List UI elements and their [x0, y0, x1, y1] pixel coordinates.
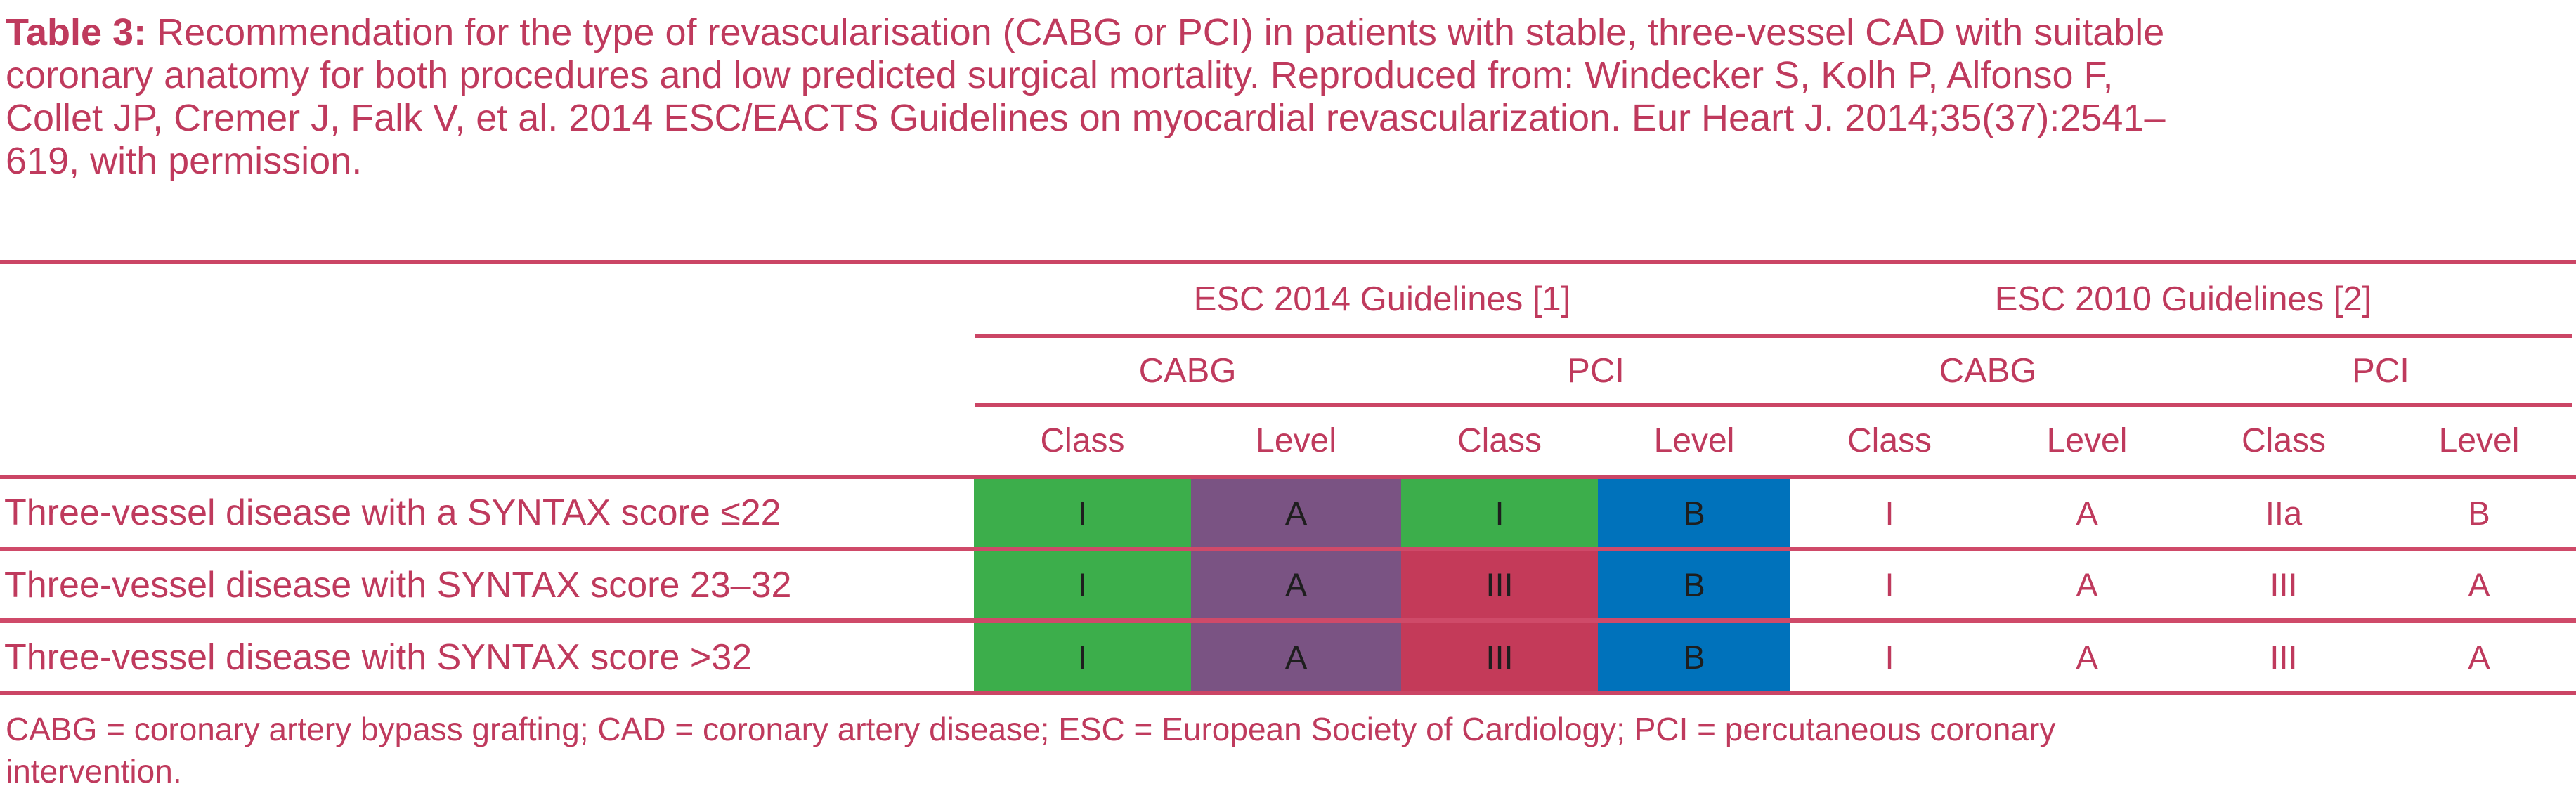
cell-2014-pci-level: B: [1598, 479, 1790, 547]
caption-text-1: Recommendation for the type of revascula…: [146, 11, 2165, 53]
table-row: Three-vessel disease with SYNTAX score >…: [0, 623, 2576, 691]
cell-2010-cabg-level: A: [2076, 494, 2098, 532]
col-header-level: Level: [2046, 422, 2128, 459]
cell-2014-pci-level: B: [1598, 551, 1790, 618]
row-separator-rule: [0, 618, 2576, 623]
row-separator-rule: [0, 547, 2576, 551]
caption-line: Table 3: Recommendation for the type of …: [6, 11, 2569, 54]
caption-table-number: Table 3:: [6, 11, 147, 53]
recommendation-table: ESC 2014 Guidelines [1] ESC 2010 Guideli…: [0, 260, 2576, 695]
cell-2010-cabg-level: A: [2076, 639, 2098, 676]
table-footnote: CABG = coronary artery bypass grafting; …: [0, 708, 2576, 792]
table-row: Three-vessel disease with a SYNTAX score…: [0, 479, 2576, 547]
cell-2010-pci-class: III: [2270, 639, 2298, 676]
group-header-rule: [975, 334, 2572, 338]
cell-2014-cabg-class: I: [974, 551, 1191, 618]
caption-line: coronary anatomy for both procedures and…: [6, 54, 2114, 96]
table-caption: Table 3: Recommendation for the type of …: [0, 0, 2576, 183]
row-label: Three-vessel disease with SYNTAX score 2…: [4, 564, 792, 606]
cell-2014-cabg-class: I: [974, 623, 1191, 691]
table-top-rule: [0, 260, 2576, 264]
col-header-class: Class: [2241, 422, 2327, 459]
caption-line: Collet JP, Cremer J, Falk V, et al. 2014…: [6, 97, 2166, 139]
group-header-row: ESC 2014 Guidelines [1] ESC 2010 Guideli…: [0, 264, 2576, 334]
footnote-line: CABG = coronary artery bypass grafting; …: [6, 711, 2056, 747]
caption-line: 619, with permission.: [6, 140, 363, 182]
cell-2010-pci-class: IIa: [2265, 494, 2303, 532]
cell-2014-cabg-level: A: [1191, 623, 1401, 691]
cell-2014-cabg-level: A: [1191, 551, 1401, 618]
group-header-esc-2014: ESC 2014 Guidelines [1]: [1193, 280, 1571, 318]
subgroup-2010-pci: PCI: [2352, 351, 2409, 390]
header-body-rule: [0, 475, 2576, 479]
subgroup-header-row: CABG PCI CABG PCI: [0, 338, 2576, 403]
subgroup-2014-cabg: CABG: [1138, 351, 1237, 390]
cell-2010-cabg-class: I: [1885, 566, 1894, 603]
cell-2014-pci-class: III: [1401, 623, 1598, 691]
col-header-class: Class: [1847, 422, 1932, 459]
col-header-level: Level: [1256, 422, 1336, 459]
column-header-row: Class Level Class Level Class Level Clas…: [0, 407, 2576, 475]
cell-2010-cabg-level: A: [2076, 566, 2098, 603]
cell-2010-pci-class: III: [2270, 566, 2298, 603]
cell-2010-pci-level: A: [2468, 639, 2490, 676]
col-header-level: Level: [1653, 422, 1735, 459]
cell-2014-cabg-level: A: [1191, 479, 1401, 547]
row-label: Three-vessel disease with a SYNTAX score…: [4, 492, 781, 533]
cell-2014-cabg-class: I: [974, 479, 1191, 547]
footnote-line: intervention.: [6, 753, 182, 790]
subgroup-2010-cabg: CABG: [1939, 351, 2037, 390]
cell-2014-pci-class: III: [1401, 551, 1598, 618]
table-bottom-rule: [0, 691, 2576, 695]
col-header-class: Class: [1457, 422, 1542, 459]
group-header-esc-2010: ESC 2010 Guidelines [2]: [1994, 280, 2372, 318]
row-label: Three-vessel disease with SYNTAX score >…: [4, 636, 753, 678]
cell-2010-pci-level: B: [2468, 494, 2490, 532]
col-header-class: Class: [1040, 422, 1125, 459]
cell-2014-pci-level: B: [1598, 623, 1790, 691]
cell-2010-pci-level: A: [2468, 566, 2490, 603]
col-header-level: Level: [2438, 422, 2520, 459]
subgroup-header-rule: [975, 403, 2572, 407]
cell-2014-pci-class: I: [1401, 479, 1598, 547]
cell-2010-cabg-class: I: [1885, 494, 1894, 532]
subgroup-2014-pci: PCI: [1567, 351, 1625, 390]
cell-2010-cabg-class: I: [1885, 639, 1894, 676]
table-row: Three-vessel disease with SYNTAX score 2…: [0, 551, 2576, 618]
